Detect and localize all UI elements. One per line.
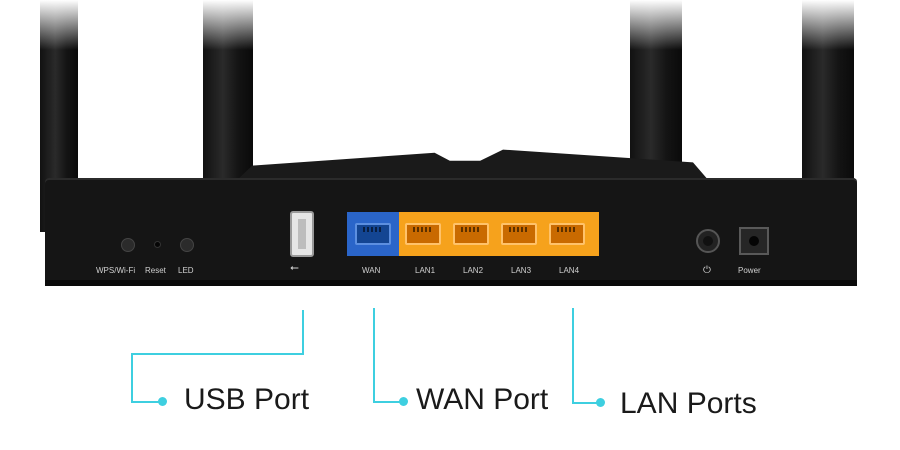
router-top-shell	[237, 149, 709, 180]
wan-label: WAN	[362, 266, 381, 275]
lan-port-4[interactable]	[549, 223, 585, 245]
wps-wifi-label: WPS/Wi-Fi	[96, 266, 136, 275]
wan-callout-line-vertical	[373, 308, 375, 403]
lan-ports-callout: LAN Ports	[620, 387, 757, 420]
router-base	[45, 280, 857, 286]
usb-icon: ⭠	[290, 262, 299, 274]
lan1-label: LAN1	[415, 266, 436, 275]
lan-port-2[interactable]	[453, 223, 489, 245]
reset-button[interactable]	[154, 241, 161, 248]
lan3-label: LAN3	[511, 266, 532, 275]
led-label: LED	[178, 266, 194, 275]
usb-callout-line-horizontal	[131, 353, 304, 355]
wan-callout-dot	[399, 397, 408, 406]
lan4-label: LAN4	[559, 266, 580, 275]
lan2-label: LAN2	[463, 266, 484, 275]
usb-port-callout: USB Port	[184, 383, 310, 416]
lan-callout-dot	[596, 398, 605, 407]
power-button[interactable]	[696, 229, 720, 253]
power-icon: ⏻	[703, 265, 711, 276]
wan-port[interactable]	[355, 223, 391, 245]
lan-panel	[399, 212, 599, 256]
wan-panel	[347, 212, 399, 256]
usb-port[interactable]	[290, 211, 314, 257]
reset-label: Reset	[145, 266, 166, 275]
lan-port-1[interactable]	[405, 223, 441, 245]
wan-callout-line-end	[373, 401, 403, 403]
lan-port-3[interactable]	[501, 223, 537, 245]
power-label: Power	[738, 266, 761, 275]
led-button[interactable]	[180, 238, 194, 252]
wps-wifi-button[interactable]	[121, 238, 135, 252]
wan-port-callout: WAN Port	[416, 383, 549, 416]
lan-callout-line-vertical	[572, 308, 574, 404]
usb-callout-dot	[158, 397, 167, 406]
power-jack[interactable]	[739, 227, 769, 255]
lan-callout-line-end	[572, 402, 600, 404]
usb-callout-line-end	[131, 401, 161, 403]
usb-callout-line-drop	[131, 353, 133, 403]
usb-callout-line-vertical	[302, 310, 304, 355]
